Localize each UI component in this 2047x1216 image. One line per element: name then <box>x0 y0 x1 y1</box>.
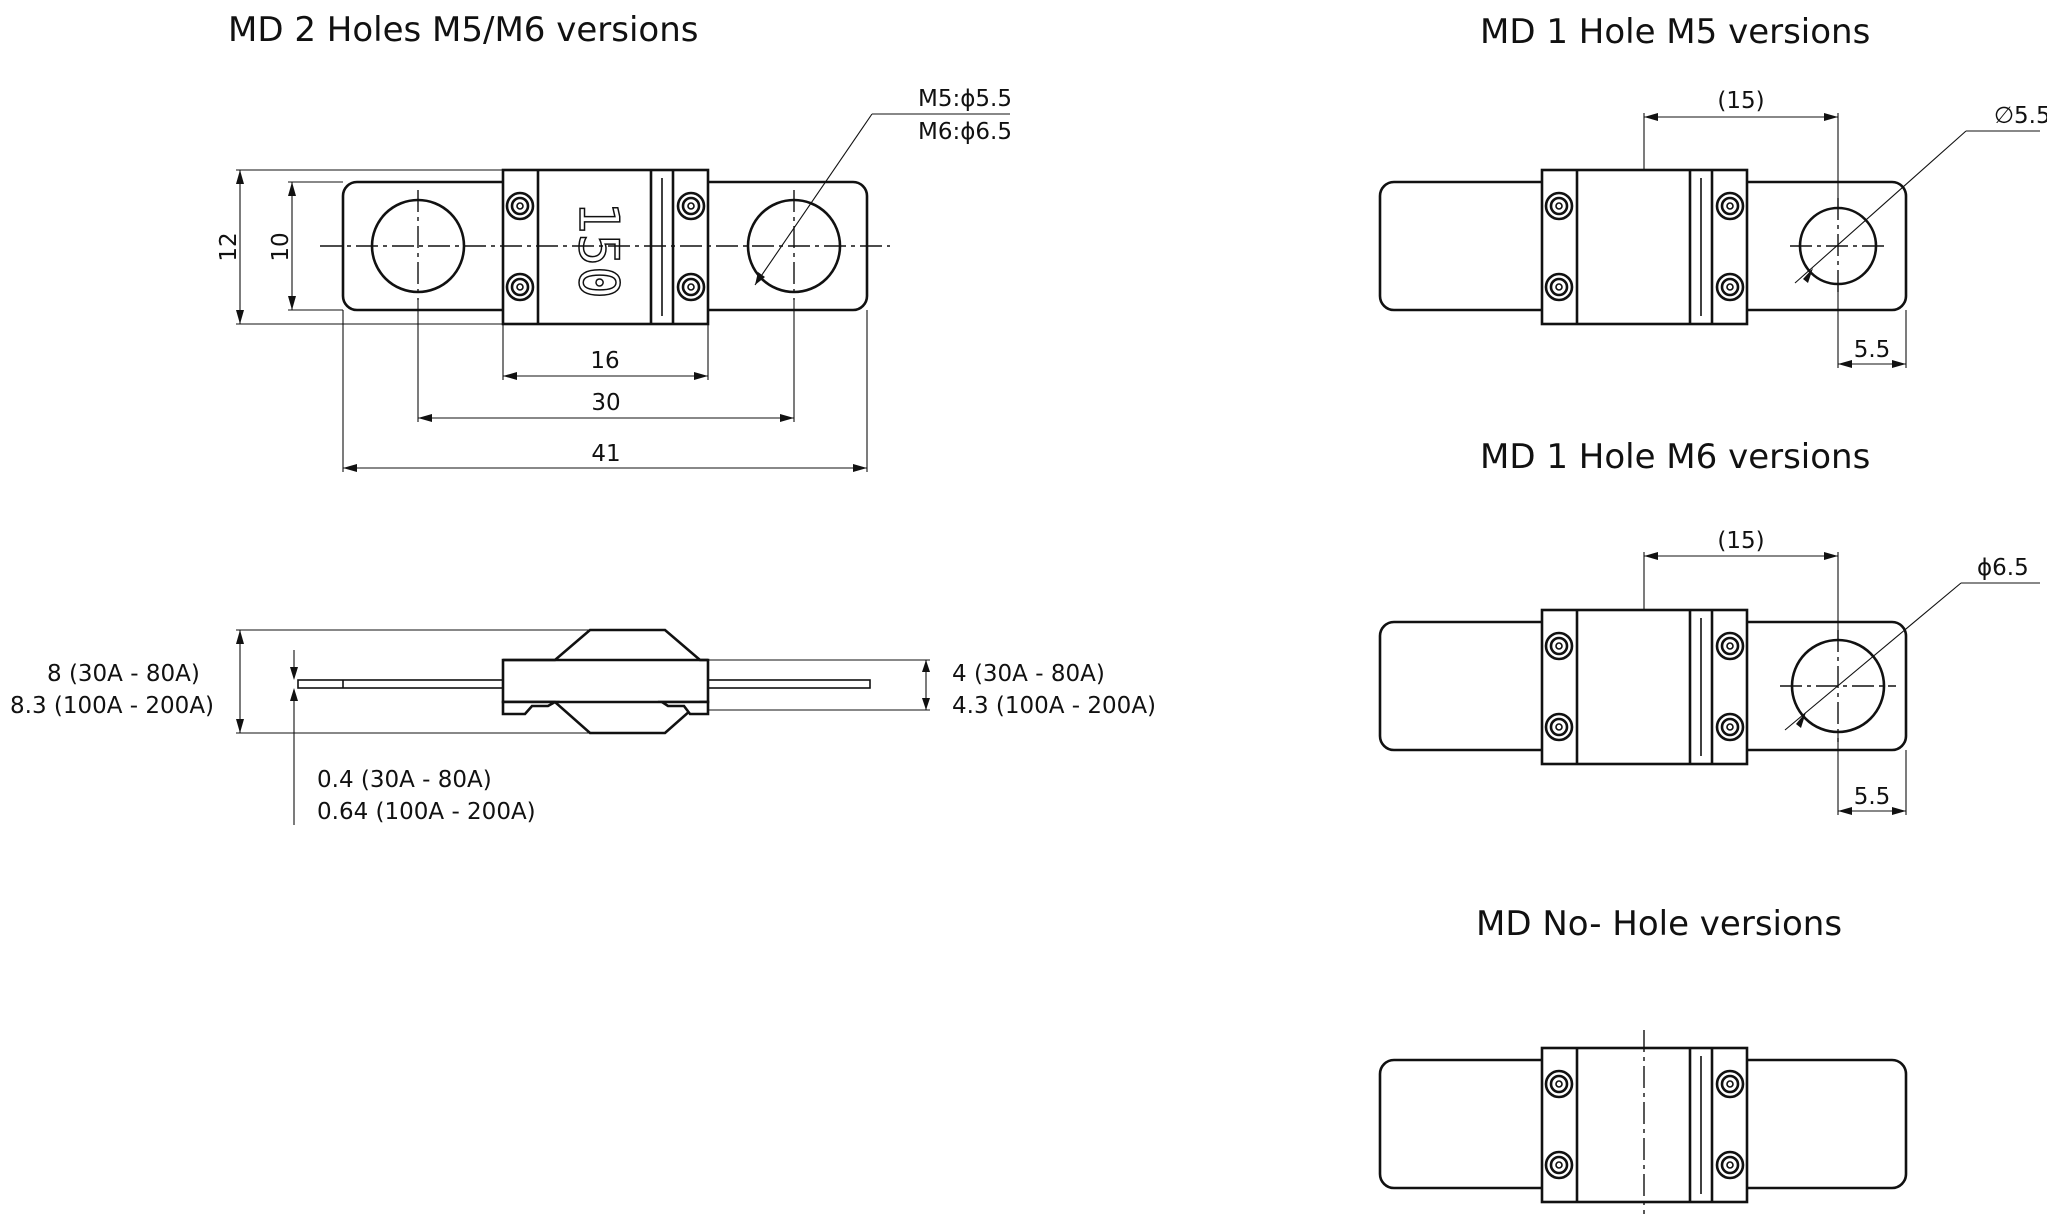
title-one-hole-m5: MD 1 Hole M5 versions <box>1480 12 1870 52</box>
title-one-hole-m6: MD 1 Hole M6 versions <box>1480 437 1870 477</box>
title-two-hole: MD 2 Holes M5/M6 versions <box>228 10 698 50</box>
m5-spacing: (15) <box>1717 88 1764 114</box>
two-hole-top-view: 150 <box>320 168 890 326</box>
svg-text:150: 150 <box>567 201 630 299</box>
dim-height-inner: 10 <box>268 232 294 261</box>
title-no-hole: MD No- Hole versions <box>1476 904 1842 944</box>
no-hole-view <box>1378 1030 1908 1214</box>
m6-hole-diameter: ϕ6.5 <box>1977 555 2029 581</box>
hole-size-m5: M5:ϕ5.5 <box>918 86 1012 112</box>
dim-hole-spacing: 30 <box>591 390 620 416</box>
side-center-line2: 4.3 (100A - 200A) <box>952 693 1156 719</box>
side-height-line2: 8.3 (100A - 200A) <box>10 693 214 719</box>
side-height-line1: 8 (30A - 80A) <box>47 661 200 687</box>
rating-marking: 150 <box>566 200 631 299</box>
dim-body-width: 16 <box>590 348 619 374</box>
dim-height-outer: 12 <box>216 232 242 261</box>
hole-size-m6: M6:ϕ6.5 <box>918 119 1012 145</box>
two-hole-dimensions: M5:ϕ5.5 M6:ϕ6.5 12 10 16 30 41 <box>216 86 1012 472</box>
m5-hole-diameter: ∅5.5 <box>1994 103 2047 129</box>
one-hole-m6-view: (15) ϕ6.5 5.5 <box>1378 528 2040 815</box>
m6-spacing: (15) <box>1717 528 1764 554</box>
side-view: 8 (30A - 80A) 8.3 (100A - 200A) 4 (30A -… <box>10 628 1156 825</box>
one-hole-m5-view: (15) ∅5.5 5.5 <box>1378 88 2047 368</box>
dim-overall-length: 41 <box>591 441 620 467</box>
m6-edge-distance: 5.5 <box>1854 784 1891 810</box>
side-center-line1: 4 (30A - 80A) <box>952 661 1105 687</box>
side-thickness-line2: 0.64 (100A - 200A) <box>317 799 536 825</box>
m5-edge-distance: 5.5 <box>1854 337 1891 363</box>
side-thickness-line1: 0.4 (30A - 80A) <box>317 767 492 793</box>
fuse-body-side <box>501 628 710 735</box>
